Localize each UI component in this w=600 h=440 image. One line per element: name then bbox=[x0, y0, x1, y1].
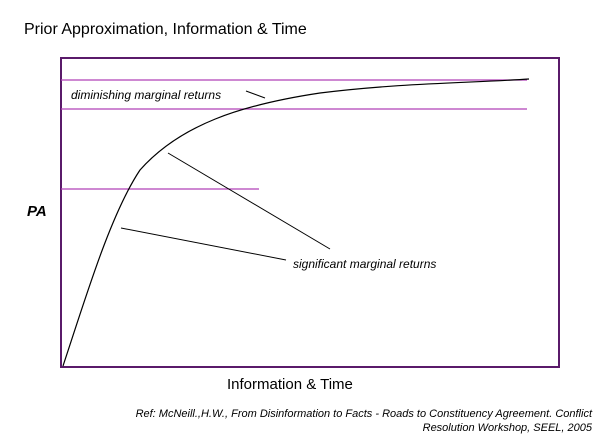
plot-frame bbox=[60, 57, 560, 368]
y-axis-label: PA bbox=[27, 203, 47, 220]
annotation-diminishing-returns: diminishing marginal returns bbox=[71, 88, 222, 102]
annotation-significant-returns: significant marginal returns bbox=[293, 257, 437, 271]
pointer-diminishing bbox=[245, 90, 266, 99]
x-axis-label: Information & Time bbox=[227, 376, 353, 393]
pointer-significant-lower bbox=[120, 227, 287, 261]
reference-citation: Ref: McNeill.,H.W., From Disinformation … bbox=[72, 407, 592, 435]
pa-curve bbox=[62, 78, 530, 367]
reference-line-1: Ref: McNeill.,H.W., From Disinformation … bbox=[135, 408, 592, 420]
diagram-title: Prior Approximation, Information & Time bbox=[24, 21, 307, 38]
reference-line-2: Resolution Workshop, SEEL, 2005 bbox=[422, 422, 592, 434]
pointer-significant-upper bbox=[167, 152, 331, 250]
